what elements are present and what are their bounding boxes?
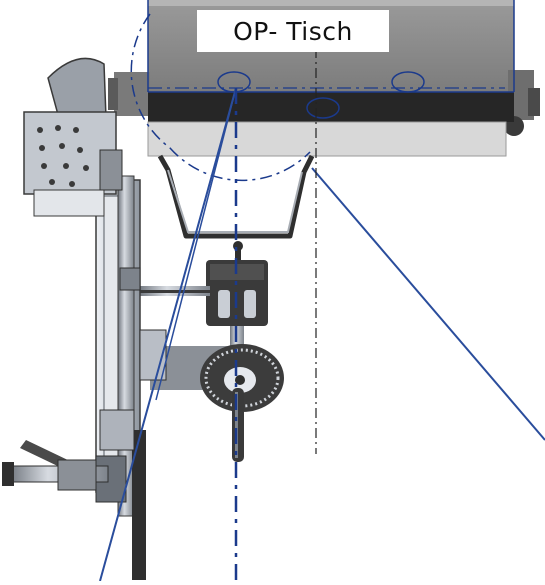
table-dark-bar xyxy=(148,92,514,122)
ray-left-steep xyxy=(99,87,237,582)
lever-knob xyxy=(2,462,14,486)
column-bracket-3 xyxy=(99,409,135,451)
adapter-link xyxy=(99,149,123,191)
adapter-holes xyxy=(37,125,89,187)
ray-lines xyxy=(99,48,545,582)
rotary-disc xyxy=(150,344,284,462)
horizontal-rod-lower xyxy=(138,290,210,293)
ray-right-long xyxy=(311,167,545,441)
table-hole-center xyxy=(306,97,340,119)
basket-holder xyxy=(157,154,315,260)
column-bracket-1 xyxy=(119,267,141,291)
adapter-plate xyxy=(23,57,123,217)
lever-assembly xyxy=(2,440,109,491)
table-lower-plate xyxy=(147,121,507,157)
basket-frame-inner xyxy=(167,169,303,233)
support-column xyxy=(95,175,210,580)
basket-frame xyxy=(157,154,315,239)
adapter-curve xyxy=(47,57,107,123)
disc-handle-highlight xyxy=(235,392,238,458)
clamp-slot-left xyxy=(218,290,230,318)
table-top-highlight xyxy=(148,0,514,6)
table-rail-cap-left xyxy=(108,78,118,110)
adapter-plate-lower xyxy=(33,189,105,217)
lever-block xyxy=(57,459,97,491)
diagram-title: OP- Tisch xyxy=(197,10,389,52)
ray-left-shallow xyxy=(155,87,237,401)
basket-stem xyxy=(235,246,241,260)
column-dark-post xyxy=(132,430,146,580)
clamp-slot-right xyxy=(244,290,256,318)
dashed-arc xyxy=(130,13,311,182)
table-rail-cap-right xyxy=(528,88,540,116)
construction-lines xyxy=(130,13,505,182)
table-hole-right xyxy=(391,71,425,93)
disc-center xyxy=(235,375,245,385)
